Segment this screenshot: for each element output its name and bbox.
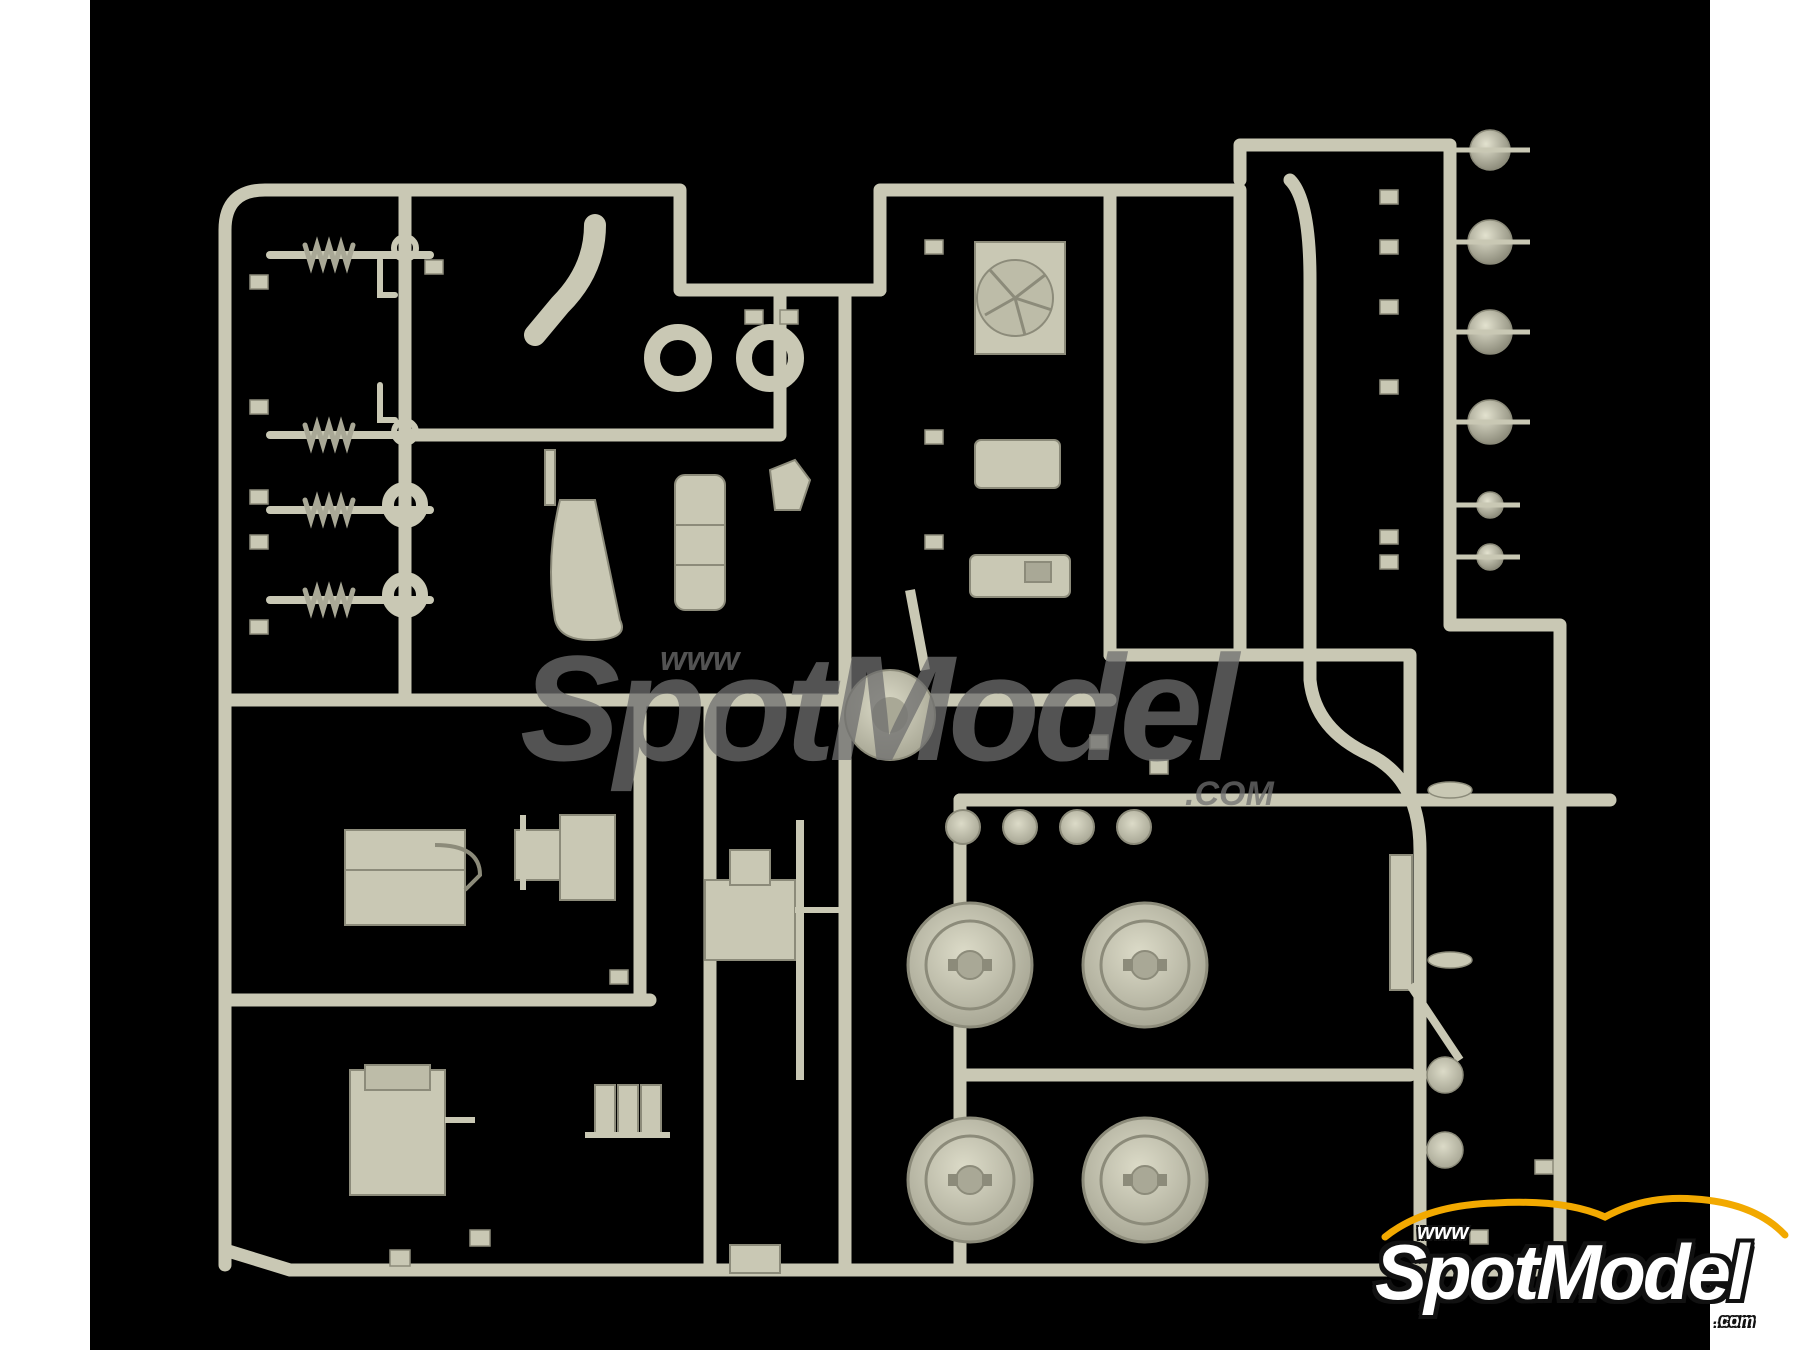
suspension-springs — [266, 234, 434, 619]
muffler — [1389, 854, 1464, 1063]
radiator-fan — [974, 241, 1066, 355]
sprue-tabs — [249, 189, 1554, 1267]
brake-rings — [644, 324, 804, 392]
oil-sump — [969, 439, 1071, 598]
small-hubs — [945, 809, 1152, 845]
seat-box — [349, 1064, 475, 1196]
exhaust-header — [524, 214, 606, 346]
small-bracket — [768, 458, 812, 511]
wheels — [906, 901, 1209, 1244]
logo-www: www — [1417, 1219, 1469, 1244]
engine-block — [344, 814, 616, 926]
pulley-hub — [844, 589, 936, 761]
watermark-www: www — [660, 640, 742, 678]
bottom-bar-part — [729, 1244, 781, 1274]
small-discs — [1426, 1056, 1464, 1169]
watermark: www SpotModel .COM — [520, 624, 1274, 813]
model-kit-sprue-photo: www SpotModel .COM www SpotModel .com — [90, 0, 1789, 1350]
pedal-assembly — [585, 1084, 670, 1138]
brand-logo: www SpotModel .com — [1365, 1185, 1800, 1330]
suspension-arm — [544, 449, 623, 642]
logo-com: .com — [1715, 1311, 1755, 1330]
watermark-com: .COM — [1185, 775, 1274, 813]
watermark-brand: SpotModel — [520, 624, 1242, 792]
gearbox — [704, 820, 850, 1080]
fuel-cylinder — [674, 474, 726, 611]
logo-brand: SpotModel — [1375, 1228, 1750, 1316]
sprue-frame — [218, 138, 1617, 1277]
bulb-stems — [1450, 147, 1530, 560]
mirrors — [1427, 781, 1473, 969]
